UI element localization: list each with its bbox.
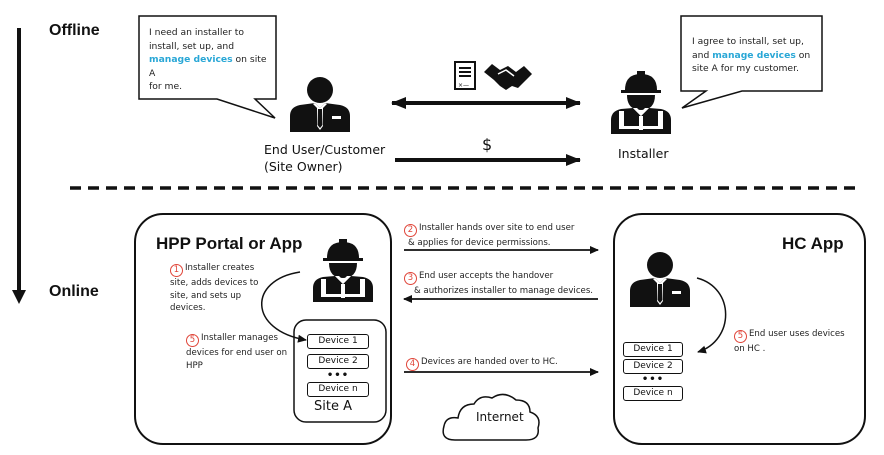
customer-bubble-line: install, set up, and <box>149 40 235 52</box>
hc-device-ellipsis: ••• <box>641 374 665 385</box>
step-number-badge: 1 <box>170 264 183 277</box>
step-line: on HC . <box>734 344 766 354</box>
customer-label: End User/Customer (Site Owner) <box>264 141 385 175</box>
highlight-text: manage devices <box>149 54 233 65</box>
step-line: & applies for device permissions. <box>408 238 551 248</box>
step-line: devices for end user on <box>186 348 288 358</box>
customer-figure <box>290 77 350 132</box>
step-line: devices. <box>170 303 206 313</box>
step-number-badge: 4 <box>406 358 419 371</box>
customer-bubble-line: I need an installer to <box>149 27 244 38</box>
customer-bubble-line: for me. <box>149 81 183 92</box>
hpp-device-2[interactable]: Device 2 <box>307 354 369 369</box>
step-line: & authorizes installer to manage devices… <box>414 286 594 296</box>
contract-icon: ×— <box>454 61 476 90</box>
customer-label-line: End User/Customer <box>264 142 386 157</box>
handshake-icon <box>484 64 532 90</box>
step-text: End user uses devices <box>749 329 845 339</box>
hpp-panel-title: HPP Portal or App <box>156 234 303 253</box>
step-number-badge: 5 <box>734 330 747 343</box>
installer-bubble-line: site A for my customer. <box>692 63 799 74</box>
installer-bubble-fragment: and <box>692 49 713 61</box>
step-text: Installer manages <box>201 333 278 343</box>
hc-device-2[interactable]: Device 2 <box>623 359 683 374</box>
internet-cloud <box>442 393 540 441</box>
svg-text:×—: ×— <box>458 82 469 89</box>
step-text: Devices are handed over to HC. <box>421 357 558 367</box>
step-line: site, adds devices to <box>170 278 259 288</box>
installer-bubble-fragment: on <box>795 49 811 61</box>
online-section-label: Online <box>49 283 99 300</box>
offline-section-label: Offline <box>49 22 100 39</box>
hc-panel-title: HC App <box>782 234 844 253</box>
internet-label: Internet <box>476 410 524 424</box>
customer-bubble-line: manage devices on site A <box>149 53 274 80</box>
step-number-badge: 3 <box>404 272 417 285</box>
step-line: HPP <box>186 360 203 371</box>
customer-label-line: (Site Owner) <box>264 159 343 174</box>
step-text: End user accepts the handover <box>419 271 554 281</box>
installer-label: Installer <box>618 146 669 161</box>
installer-bubble-line: and manage devices on <box>692 49 822 63</box>
highlight-text: manage devices <box>712 49 796 61</box>
installer-bubble-text: I agree to install, set up, and manage d… <box>692 35 822 76</box>
installer-figure <box>611 71 671 134</box>
site-a-label: Site A <box>314 399 352 414</box>
customer-bubble-text: I need an installer to install, set up, … <box>149 26 274 94</box>
hpp-manage-curve-arrow <box>261 271 307 343</box>
payment-label: $ <box>482 135 493 154</box>
customer-bubble-fragment: on site A <box>149 54 267 79</box>
hpp-device-ellipsis: ••• <box>326 370 350 381</box>
hc-device-1[interactable]: Device 1 <box>623 342 683 357</box>
step-number-badge: 5 <box>186 334 199 347</box>
hc-device-n[interactable]: Device n <box>623 386 683 401</box>
customer-speech-bubble <box>138 15 277 119</box>
hpp-device-n[interactable]: Device n <box>307 382 369 397</box>
timeline-arrowhead <box>12 290 26 304</box>
step-text: Installer hands over site to end user <box>419 223 575 233</box>
step-text: Installer creates <box>185 263 255 273</box>
step-number-badge: 2 <box>404 224 417 237</box>
installer-bubble-line: I agree to install, set up, <box>692 36 804 47</box>
step-line: site, and sets up <box>170 290 242 301</box>
hc-use-curve-arrow <box>696 277 727 354</box>
hpp-device-1[interactable]: Device 1 <box>307 334 369 349</box>
installer-speech-bubble <box>680 15 823 109</box>
